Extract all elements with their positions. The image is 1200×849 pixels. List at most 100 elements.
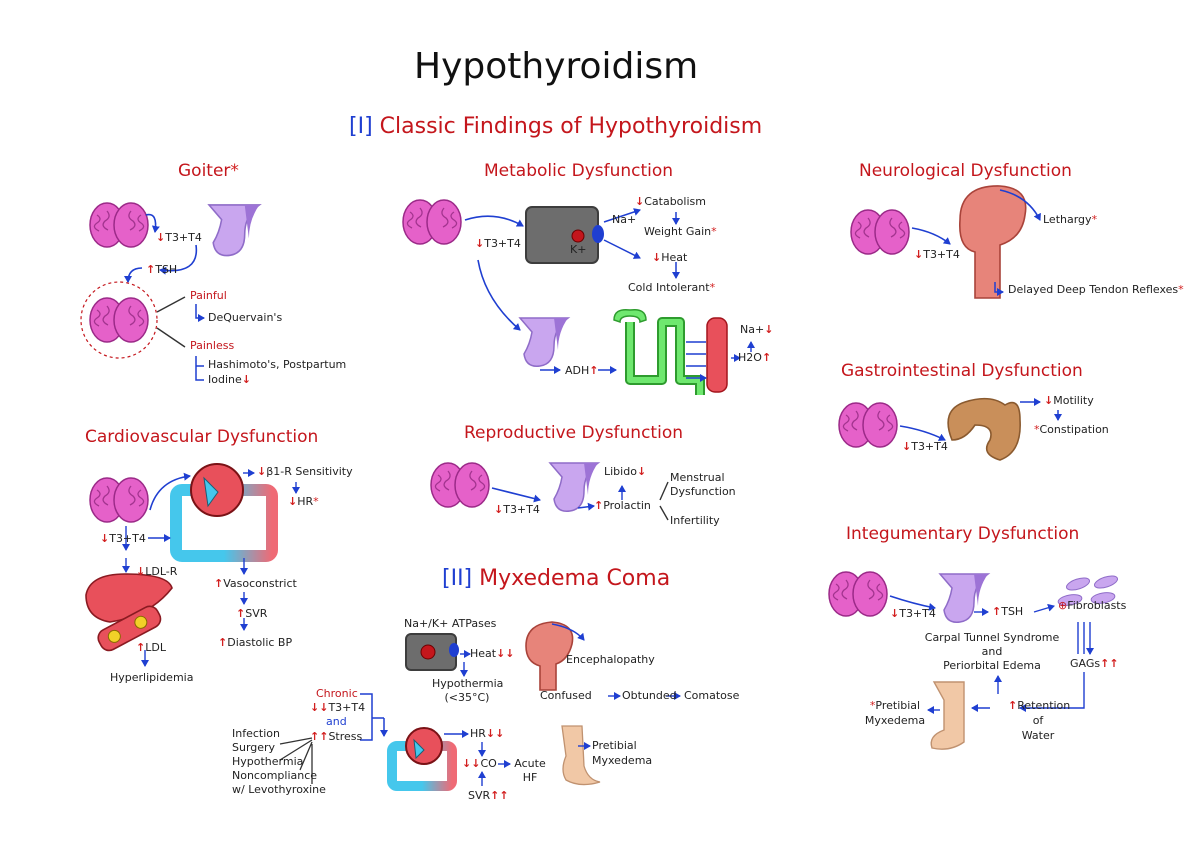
t3t4-text: T3+T4 [109,532,146,545]
goiter-illustration [80,202,261,381]
double-up-arrow-icon: ↑↑ [490,789,509,802]
myx-encephalopathy: Encephalopathy [566,653,655,666]
up-arrow-icon: ↑ [589,364,599,377]
myx-chronic: Chronic [316,687,358,700]
svr-text: SVR [245,607,268,620]
down-arrow-icon: ↓ [652,251,662,264]
hr-text: HR [470,727,486,740]
integumentary-illustration [828,571,1119,750]
goiter-title: Goiter* [178,161,239,182]
metabolic-na-low: Na+↓ [740,323,773,337]
goiter-painless: Painless [190,339,235,352]
down-arrow-icon: ↓ [1044,394,1054,407]
prolactin-text: Prolactin [603,499,651,512]
goiter-painful: Painful [190,289,227,302]
reproductive-title: Reproductive Dysfunction [464,423,683,443]
integ-t3t4-label: ↓T3+T4 [890,607,936,621]
down-arrow-icon: ↓ [475,237,485,250]
neuro-lethargy: Lethargy* [1043,213,1097,227]
cardiovascular-title: Cardiovascular Dysfunction [85,427,319,447]
goiter-dequervain: DeQuervain's [208,311,283,324]
integ-retention-3: Water [1021,729,1055,742]
beta-text: β1-R Sensitivity [266,465,353,478]
metabolic-na: Na+ [612,213,637,226]
t3t4-text: T3+T4 [328,701,366,714]
cardiovascular-illustration [85,463,300,667]
neurological-illustration [850,185,1041,299]
goiter-title-text: Goiter [178,161,231,181]
gi-constipation: *Constipation [1034,423,1109,437]
myx-svr: SVR↑↑ [468,789,509,803]
metabolic-adh: ADH↑ [565,364,599,378]
t3t4-text: T3+T4 [503,503,540,516]
cardio-t3t4-label: ↓T3+T4 [100,532,146,546]
up-arrow-icon: ↑ [992,605,1002,618]
section-text: Classic Findings of Hypothyroidism [379,114,763,139]
neurological-title: Neurological Dysfunction [859,161,1072,181]
heat-text: Heat [470,647,497,660]
asterisk-marker: * [230,161,239,181]
myx-atpases: Na+/K+ ATPases [404,617,497,630]
double-down-arrow-icon: ↓↓ [496,647,515,660]
down-arrow-icon: ↓ [890,607,900,620]
stress-text: Stress [328,730,363,743]
gags-text: GAGs [1070,657,1101,670]
section-heading-classic: [I] Classic Findings of Hypothyroidism [349,114,762,139]
goiter-hashimoto: Hashimoto's, Postpartum [208,358,347,371]
metabolic-cold-intolerant: Cold Intolerant* [628,281,715,295]
double-down-arrow-icon: ↓↓ [462,757,481,770]
down-arrow-icon: ↓ [914,248,924,261]
myx-t3t4: ↓↓T3+T4 [310,701,366,715]
lethargy-text: Lethargy [1043,213,1092,226]
myx-heat: Heat↓↓ [470,647,515,661]
repro-prolactin: ↑Prolactin [594,499,651,513]
asterisk-marker: * [313,495,319,508]
myx-pretibial-2: Myxedema [592,754,653,767]
cardio-hr: ↓HR* [288,495,319,509]
down-arrow-icon: ↓ [100,532,110,545]
cardio-vasoconstrict: ↑Vasoconstrict [214,577,297,591]
down-arrow-icon: ↓ [494,503,504,516]
up-arrow-icon: ↑ [1008,699,1018,712]
metabolic-weight-gain: Weight Gain* [644,225,717,239]
myx-confused: Confused [540,689,592,702]
integ-retention-1: ↑Retention [1008,699,1070,713]
adh-text: ADH [565,364,590,377]
svr-text: SVR [468,789,491,802]
cardio-hyperlipidemia: Hyperlipidemia [110,671,194,684]
myx-levothyroxine: w/ Levothyroxine [232,783,326,796]
tsh-text: TSH [1001,605,1024,618]
repro-dysfunction: Dysfunction [670,485,736,498]
iodine-text: Iodine [208,373,242,386]
gi-t3t4-label: ↓T3+T4 [902,440,948,454]
integ-gags: GAGs↑↑ [1070,657,1119,671]
integ-pretibial-2: Myxedema [864,714,926,727]
metabolic-heat: ↓Heat [652,251,687,265]
integ-tsh: ↑TSH [992,605,1024,619]
integ-carpal-2: and [981,645,1003,658]
t3t4-text: T3+T4 [911,440,948,453]
gastrointestinal-illustration [838,397,1062,461]
down-arrow-icon: ↓ [635,195,645,208]
myx-co: ↓↓CO [462,757,497,771]
myx-hypothermia-temp: (<35°C) [444,691,490,704]
metabolic-k: K+ [570,243,587,256]
diastolic-text: Diastolic BP [227,636,293,649]
weight-gain-text: Weight Gain [644,225,712,238]
page-title: Hypothyroidism [414,46,699,87]
repro-libido: Libido↓ [604,465,647,479]
down-arrow-icon: ↓ [636,465,647,478]
asterisk-marker: * [869,699,876,712]
t3t4-text: T3+T4 [484,237,521,250]
section-number: [I] [349,114,373,139]
up-arrow-icon: ↑ [214,577,224,590]
libido-text: Libido [604,465,637,478]
section-heading-myxedema: [II] Myxedema Coma [442,566,670,591]
up-arrow-icon: ↑ [236,607,246,620]
myx-hr: HR↓↓ [470,727,505,741]
double-up-arrow-icon: ↑↑ [1100,657,1119,670]
double-down-arrow-icon: ↓↓ [485,727,505,740]
integ-carpal-1: Carpal Tunnel Syndrome [924,631,1060,644]
